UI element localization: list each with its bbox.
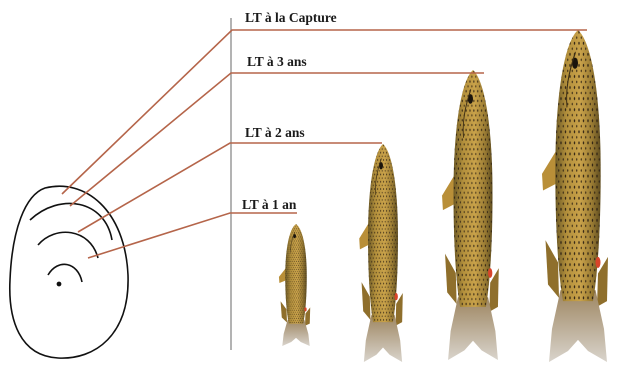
fish-scale-drawing (10, 186, 128, 358)
label-age-2: LT à 2 ans (245, 126, 305, 140)
age2-line (78, 143, 382, 232)
capture-line (62, 30, 587, 194)
label-age-1: LT à 1 an (242, 198, 296, 212)
age1-line (88, 213, 297, 258)
scale-focus (57, 282, 60, 285)
trout-age-1 (279, 224, 310, 346)
trout-age-2 (359, 144, 403, 362)
annulus-1 (48, 264, 82, 282)
annulus-2 (38, 232, 98, 258)
annulus-3 (30, 203, 112, 240)
trout-age-3 (442, 70, 499, 360)
trout-capture (542, 30, 608, 362)
label-capture: LT à la Capture (245, 11, 337, 25)
label-age-3: LT à 3 ans (247, 55, 307, 69)
